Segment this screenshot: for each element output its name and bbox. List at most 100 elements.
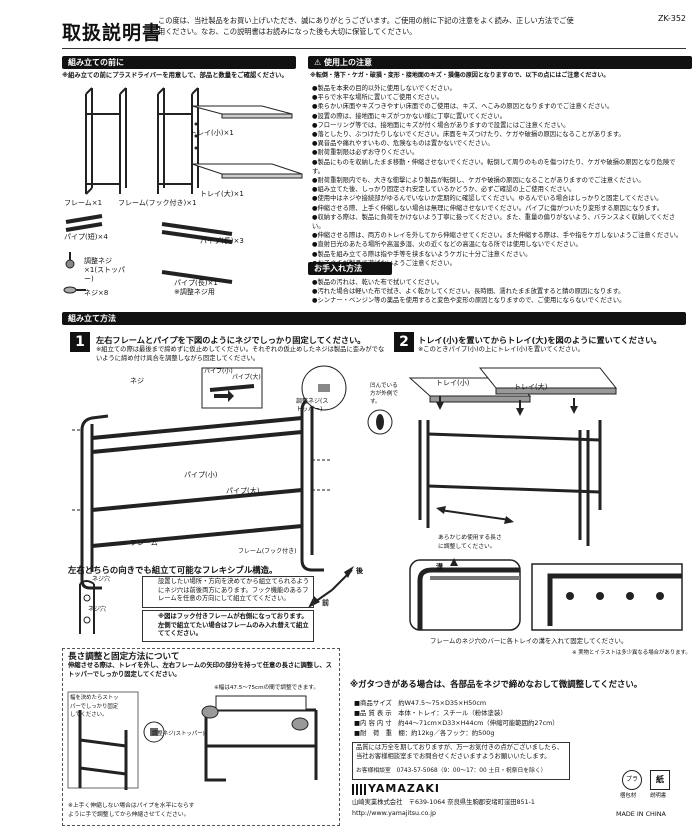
length-inner1: 幅を決めたらストッパーでしっかり固定してください。: [70, 695, 119, 719]
step2-note: ※このときパイプ(小)の上にトレイ(小)を置いてください。: [418, 346, 584, 353]
label-pipe-large: パイプ(大): [226, 487, 260, 495]
list-item: ●柔らかい床面やキズつきやすい床面でのご使用は、キズ、へこみの原因となりますので…: [312, 103, 614, 111]
label-frame-hook: フレーム(フック付き): [238, 548, 297, 555]
list-item: ●フローリング等では、接地面にキズが付く場合がありますので設置にはご注意ください…: [312, 121, 570, 129]
list-item: ●製品を本来の目的以外に使用しないでください。: [312, 85, 456, 92]
list-item: ●平らで水平な場所に置いてご使用ください。: [312, 94, 444, 102]
list-item: ●収納する際は、製品に負荷をかけないよう丁寧に扱ってください。また、重量の偏りが…: [312, 213, 676, 231]
label-back: 後: [356, 567, 363, 575]
list-item: ●製品の汚れは、乾いた布で拭いてください。: [312, 279, 444, 286]
warning-icon: ⚠: [314, 58, 324, 67]
spec-inner: ■内 容 内 寸 約44〜71cm×D33×H44cm（伸縮可能範囲約27cm）: [354, 719, 559, 727]
list-item: ●異音品や痛れやすいもの、危険なものは置かないでください。: [312, 140, 494, 148]
flex-illustration: [79, 580, 95, 634]
label-pipe-small-top: パイプ(小): [204, 368, 233, 375]
wobble-notice: ※ガタつきがある場合は、各部品をネジで締めなおして微調整してください。: [350, 679, 643, 689]
list-item: ●耐荷重制限は必ずお守りください。: [312, 149, 419, 157]
company-address: 山崎実業株式会社 〒639-1064 奈良県生駒郡安堵町窪田851-1: [352, 799, 535, 806]
length-desc: 伸縮させる際は、トレイを外し、左右フレームの矢印の部分を持って任意の長さに調整し…: [68, 662, 332, 678]
list-item: ●製品を組み立てる際は指や手等を挟まないようケガに十分ご注意ください。: [312, 250, 532, 258]
label-frame: フレーム: [130, 539, 158, 547]
specs: ■商品サイズ 約W47.5〜75×D35×H50cm ■品 質 表 示 本体・ト…: [354, 698, 559, 738]
brand-name: YAMAZAKI: [368, 782, 440, 795]
company-url: http://www.yamajitsu.co.jp: [352, 810, 436, 817]
section-caution: ⚠ 使用上の注意: [308, 56, 692, 69]
step2-illustration: [408, 367, 618, 546]
label-front: 前: [322, 599, 329, 607]
spec-material: ■品 質 表 示 本体・トレイ：スチール（粉体塗装）: [354, 709, 507, 717]
part-tray-large: トレイ(大)×1: [200, 190, 244, 198]
list-item: ●汚れた場合は軽いた布で拭き、よく乾かしてください。長時間、濡れたまま放置すると…: [312, 288, 625, 296]
label-pipe-small: パイプ(小): [184, 471, 218, 479]
label-adjust-screw: 調整ネジ(ストッパー): [296, 398, 329, 413]
length-range: ※幅は47.5〜75cmの間で調整できます。: [214, 685, 319, 691]
part-frame-hook: フレーム(フック付き)×1: [118, 199, 197, 207]
length-title: 長さ調整と固定方法について: [68, 652, 180, 662]
support-box: [352, 742, 570, 780]
label-screw-hole-a: ネジ穴: [92, 576, 111, 583]
flex-note2: ※図はフック付きフレームが右側になっております。左側で組立てたい場合はフレームの…: [158, 613, 309, 638]
step2-number: 2: [394, 332, 414, 352]
step2-tray-small: トレイ(小): [436, 379, 470, 387]
list-item: ●伸縮させる際は、両方のトレイを外してから伸縮させてください。また伸縮する際は、…: [312, 232, 683, 240]
part-pipe-short: パイプ(短)×4: [64, 233, 108, 241]
list-item: ●落としたり、ぶつけたりしないでください。床面をキズつけたり、ケガや破損の原因に…: [312, 131, 625, 139]
spec-load: ■耐 荷 重 棚：約12kg／各フック：約500g: [354, 729, 495, 737]
care-list: ●製品の汚れは、乾いた布で拭いてください。 ●汚れた場合は軽いた布で拭き、よく乾…: [312, 278, 686, 306]
list-item: ●設置の際は、接地面にキズがつかない様に丁寧に置いてください。: [312, 112, 507, 120]
part-pipe-long3: パイプ(長)×3: [200, 237, 244, 245]
length-panel: [62, 648, 340, 826]
plastic-label: 梱包材: [620, 793, 637, 799]
length-bottom-note: ※上手く伸縮しない場合はパイプを水平にならすように手で調整してから伸縮させてくだ…: [68, 803, 195, 818]
step2-title: トレイ(小)を置いてからトレイ(大)を図のように置いてください。: [418, 335, 662, 345]
label-screw-hole-b: ネジ穴: [88, 606, 107, 613]
list-item: ●シンナー・ベンジン等の薬品を使用すると変色や変形の原因となりますので、ご使用に…: [312, 297, 626, 305]
yamazaki-logo-icon: [352, 784, 366, 795]
section-assembly: 組み立て方法: [62, 312, 686, 325]
part-screw: ネジ×8: [84, 289, 109, 297]
header-rule: [62, 48, 686, 49]
page-title: 取扱説明書: [62, 22, 163, 44]
flex-note1: 設置したい場所・方向を決めてから組立てられるようにネジ穴は前後両方にあります。フ…: [158, 578, 310, 603]
step2-detail: [409, 558, 683, 631]
caution-list: ●製品を本来の目的以外に使用しないでください。 ●平らで水平な場所に置いてご使用…: [312, 84, 686, 268]
step1-title: 左右フレームとパイプを下図のようにネジでしっかり固定してください。: [96, 335, 366, 345]
caution-lead: ※転倒・落下・ケガ・破損・変形・接地面のキズ・損傷の原因となりますので、以下の点…: [310, 72, 610, 79]
step1-number: 1: [70, 332, 90, 352]
plastic-mark-icon: プラ: [622, 770, 642, 790]
length-inner2: 調整ネジ(ストッパー): [152, 731, 205, 737]
label-groove: 溝: [436, 563, 443, 571]
step2-tray-large: トレイ(大): [514, 383, 548, 391]
origin-label: MADE IN CHINA: [616, 810, 666, 818]
length-illustration: [67, 691, 318, 790]
section-care: お手入れ方法: [308, 262, 392, 275]
paper-label: 説明書: [650, 793, 667, 799]
part-pipe-long1-note: ※調整ネジ用: [174, 288, 215, 296]
label-recess: 凹んでいる方が外側です。: [370, 383, 398, 405]
part-stopper: 調整ネジ×1(ストッパー): [84, 257, 126, 283]
step2-caption: フレームのネジ穴のバーに各トレイの溝を入れて固定してください。: [430, 637, 628, 645]
step1-illustration: [72, 365, 393, 608]
list-item: ●使用中はネジや接続部がゆるんでいないか定期的に確認してください。ゆるんでいる場…: [312, 195, 663, 203]
intro-text: この度は、当社製品をお買い上げいただき、誠にありがとうございます。ご使用の前に下…: [158, 16, 574, 36]
support-tel: お客様相談室 0743-57-5068（9：00〜17：00 土日・祝祭日を除く…: [356, 768, 547, 774]
section-before: 組み立ての前に: [62, 56, 296, 69]
part-pipe-long1: パイプ(長)×1: [174, 279, 218, 287]
list-item: ●伸縮させる際、上手く伸縮しない場合は無理に伸縮させないでください。パイプに傷が…: [312, 204, 664, 212]
part-frame: フレーム×1: [64, 199, 103, 207]
step2-adjust-note: あらかじめ使用する長さに調整してください。: [438, 535, 502, 550]
flex-title: 左右どちらの向きでも組立て可能なフレキシブル構造。: [68, 565, 278, 575]
part-tray-small: トレイ(小)×1: [190, 129, 234, 137]
label-pipe-large-top: パイプ(大): [232, 374, 261, 381]
list-item: ●耐荷重制限内でも、大きな衝撃により製品が転倒し、ケガや破損の原因になることがあ…: [312, 177, 645, 185]
label-screw: ネジ: [130, 377, 144, 385]
illustration-note: ※ 実物とイラストは多少異なる場合があります。: [572, 650, 691, 656]
list-item: ●製品にものを収納したまま移動・伸縮させないでください。転倒して周りのものを傷つ…: [312, 158, 676, 175]
list-item: ●組み立てた後、しっかり固定され安定しているかどうか、必ずご確認の上ご使用くださ…: [312, 186, 576, 194]
model-number: ZK-352: [657, 14, 686, 23]
step1-note: ※組立ての際は最後まで締めずに仮止めしてください。それぞれの仮止めしたネジは製品…: [96, 346, 385, 362]
list-item: ●直射日光のあたる場所や高温多湿、火の近くなどの高温になる所では使用しないでくだ…: [312, 241, 582, 249]
spec-size: ■商品サイズ 約W47.5〜75×D35×H50cm: [354, 699, 487, 707]
parts-illustration: [63, 87, 303, 294]
paper-mark-icon: 紙: [650, 770, 670, 790]
